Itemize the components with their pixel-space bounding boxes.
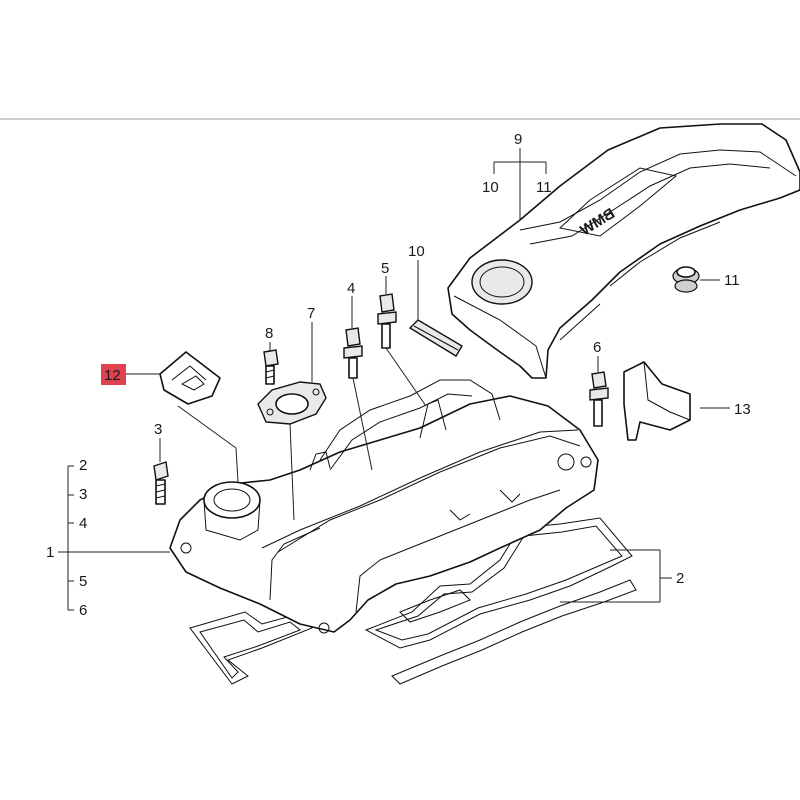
bolt-part-8[interactable] [263, 349, 279, 385]
callout-1[interactable]: 1 [46, 544, 54, 561]
callout-8[interactable]: 8 [265, 325, 273, 342]
bolt-part-5[interactable] [377, 293, 397, 349]
bolt-part-3[interactable] [153, 461, 169, 505]
callout-13[interactable]: 13 [734, 401, 751, 418]
gasket-set[interactable] [189, 517, 637, 685]
callout-7[interactable]: 7 [307, 305, 315, 322]
flange-gasket[interactable] [257, 381, 327, 425]
grommet[interactable] [672, 266, 700, 293]
callout-6-left[interactable]: 6 [79, 602, 87, 619]
valve-cover-body[interactable] [169, 379, 599, 634]
callout-3-left[interactable]: 3 [79, 486, 87, 503]
callout-6[interactable]: 6 [593, 339, 601, 356]
bracket[interactable] [623, 361, 691, 441]
callout-12[interactable]: 12 [104, 367, 121, 384]
callout-3[interactable]: 3 [154, 421, 162, 438]
callout-4-left[interactable]: 4 [79, 515, 87, 532]
bolt-part-4[interactable] [343, 327, 363, 379]
foam-strip[interactable] [408, 319, 463, 357]
callout-5[interactable]: 5 [381, 260, 389, 277]
callout-11[interactable]: 11 [724, 272, 740, 289]
bolt-part-6[interactable] [589, 371, 609, 427]
callout-9[interactable]: 9 [514, 131, 522, 148]
leader-lines [58, 148, 730, 611]
callout-10[interactable]: 10 [408, 243, 425, 260]
callout-labels: 1 2 3 4 5 6 2 3 4 5 6 7 8 9 10 11 10 11 … [46, 131, 751, 619]
callout-2-left[interactable]: 2 [79, 457, 87, 474]
engine-cover[interactable]: BMW [447, 123, 800, 379]
callout-12-highlight [101, 364, 126, 385]
callout-5-left[interactable]: 5 [79, 573, 87, 590]
callout-10-cover[interactable]: 10 [482, 179, 499, 196]
callout-2-right[interactable]: 2 [676, 570, 684, 587]
callout-11-cover[interactable]: 11 [536, 179, 552, 196]
oil-cap[interactable] [159, 351, 221, 405]
callout-4[interactable]: 4 [347, 280, 355, 297]
